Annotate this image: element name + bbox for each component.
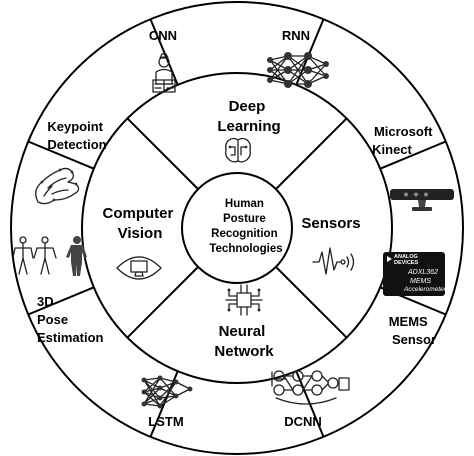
skeleton-figures-icon [12, 236, 87, 276]
svg-text:DEVICES: DEVICES [394, 260, 418, 266]
inner-ring-border [81, 72, 393, 384]
hand-keypoints-icon [35, 167, 80, 205]
kinect-device-icon [390, 189, 454, 211]
mems-sensor-label: MEMS Sensor [389, 314, 436, 347]
waveform-signal-icon [312, 247, 355, 275]
eye-monitor-icon [116, 256, 162, 280]
lstm-label: LSTM [148, 414, 183, 429]
sensors-label: Sensors [301, 215, 360, 232]
rnn-label: RNN [282, 28, 310, 43]
svg-text:Accelerometer: Accelerometer [403, 286, 447, 293]
neural-chip-icon [225, 284, 263, 316]
pose-estimation-label: 3D Pose Estimation [37, 294, 104, 345]
microsoft-kinect-label: Microsoft Kinect [372, 124, 436, 157]
center-title: Human Posture Recognition Technologies [209, 198, 282, 255]
dcnn-network-icon [271, 370, 350, 405]
center-circle [181, 172, 293, 284]
reader-book-icon [152, 53, 176, 93]
outer-ring-border [10, 1, 464, 455]
mems-chip-icon: ANALOG DEVICES ADXL362 MEMS Acceleromete… [383, 252, 447, 296]
svg-text:MEMS: MEMS [410, 278, 431, 285]
cnn-label: CNN [149, 28, 177, 43]
computer-vision-label: Computer Vision [102, 205, 177, 242]
keypoint-detection-label: Keypoint Detection [47, 119, 106, 152]
deep-learning-label: Deep Learning [217, 98, 280, 135]
rnn-network-icon [267, 52, 329, 88]
brain-circuit-icon [225, 137, 251, 163]
lstm-network-icon [141, 375, 193, 409]
dcnn-label: DCNN [284, 414, 322, 429]
svg-text:ANALOG: ANALOG [394, 254, 418, 260]
neural-network-label: Neural Network [214, 323, 274, 360]
svg-text:ADXL362: ADXL362 [407, 269, 438, 276]
inner-ring-dividers [126, 117, 348, 339]
